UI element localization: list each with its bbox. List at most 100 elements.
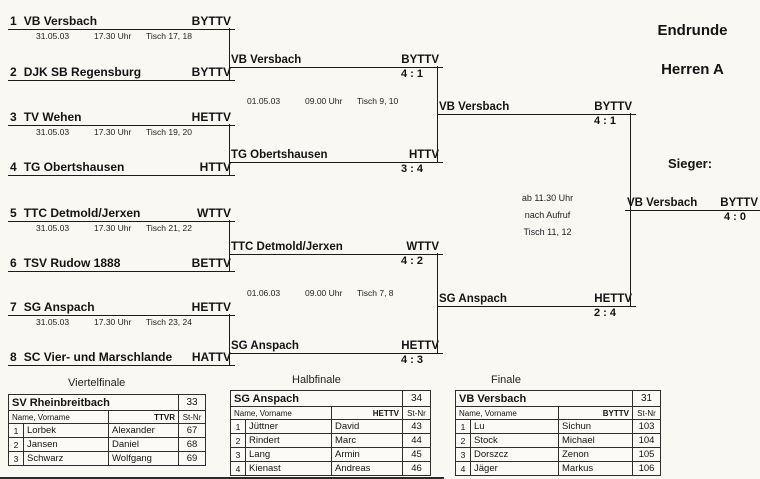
table-row: 1 Jüttner David 43 bbox=[230, 419, 431, 434]
association-code: WTTV bbox=[406, 241, 439, 253]
team-name: TTC Detmold/Jerxen bbox=[231, 241, 343, 253]
seed-number: 8 bbox=[10, 350, 17, 364]
roster-table-viertelfinale: SV Rheinbreitbach 33 Name, Vorname TTVR … bbox=[7, 394, 207, 466]
match-score: 4 : 3 bbox=[400, 354, 423, 366]
player-st-number: 68 bbox=[178, 437, 207, 452]
player-first-name: Markus bbox=[557, 461, 634, 476]
slot-r1-2: 2 DJK SB Regensburg BYTTV bbox=[8, 63, 235, 81]
association-code: HETTV bbox=[401, 340, 439, 352]
association-code: WTTV bbox=[197, 206, 231, 220]
table-row: SV Rheinbreitbach 33 bbox=[7, 394, 207, 411]
player-st-number: 106 bbox=[632, 461, 662, 476]
player-first-name: Armin bbox=[331, 447, 403, 462]
player-st-number: 43 bbox=[402, 419, 431, 434]
player-st-number: 44 bbox=[402, 433, 431, 448]
player-last-name: Rindert bbox=[245, 433, 332, 448]
player-last-name: Lorbek bbox=[23, 423, 109, 438]
seed-number: 4 bbox=[10, 160, 17, 174]
association-code: HTTV bbox=[199, 160, 231, 174]
team-name: TSV Rudow 1888 bbox=[23, 256, 121, 270]
column-header-stnr: St-Nr bbox=[178, 410, 207, 424]
association-code: TTVR bbox=[107, 410, 180, 424]
match-score: 4 : 0 bbox=[723, 211, 746, 223]
table-row: 3 Dorszcz Zenon 105 bbox=[455, 447, 662, 462]
player-first-name: Sichun bbox=[557, 419, 634, 434]
column-header-stnr: St-Nr bbox=[632, 406, 662, 420]
scan-edge-artifact bbox=[0, 477, 444, 479]
table-row: 1 Lorbek Alexander 67 bbox=[8, 423, 207, 438]
slot-final-1: VB Versbach BYTTV bbox=[437, 97, 636, 115]
column-header-name: Name, Vorname bbox=[8, 410, 109, 424]
slot-r1-4: 4 TG Obertshausen HTTV bbox=[8, 158, 235, 176]
association-code: BYTTV bbox=[720, 197, 758, 209]
match-score: 2 : 4 bbox=[593, 307, 616, 319]
player-first-name: Alexander bbox=[107, 423, 180, 438]
stage-label-finale: Finale bbox=[491, 374, 521, 386]
team-name: VB Versbach bbox=[231, 54, 302, 66]
association-code: BYTTV bbox=[191, 65, 231, 79]
match-score: 3 : 4 bbox=[400, 163, 423, 175]
roster-sheet-number: 31 bbox=[632, 390, 662, 407]
bracket-connector bbox=[229, 124, 230, 175]
roster-sheet-number: 34 bbox=[402, 390, 431, 407]
column-header-stnr: St-Nr bbox=[402, 406, 431, 420]
player-last-name: Lang bbox=[245, 447, 332, 462]
player-last-name: Jansen bbox=[23, 437, 109, 452]
seed-number: 2 bbox=[10, 65, 17, 79]
team-name: SG Anspach bbox=[23, 300, 95, 314]
player-st-number: 45 bbox=[402, 447, 431, 462]
stage-label-halbfinale: Halbfinale bbox=[292, 374, 341, 386]
table-row: Name, Vorname HETTV St-Nr bbox=[230, 406, 431, 420]
slot-winner: VB Versbach BYTTV bbox=[625, 193, 760, 211]
roster-sheet-number: 33 bbox=[178, 394, 207, 411]
player-last-name: Dorszcz bbox=[470, 447, 559, 462]
association-code: HTTV bbox=[408, 149, 439, 161]
association-code: BYTTV bbox=[557, 406, 634, 420]
team-name: TG Obertshausen bbox=[23, 160, 125, 174]
slot-final-2: SG Anspach HETTV bbox=[437, 289, 636, 307]
player-first-name: Andreas bbox=[331, 461, 403, 476]
roster-team-name: VB Versbach bbox=[454, 390, 634, 407]
association-code: BETTV bbox=[191, 256, 231, 270]
player-last-name: Schwarz bbox=[23, 451, 109, 466]
player-st-number: 46 bbox=[402, 461, 431, 476]
page-title: Endrunde Herren A bbox=[630, 22, 755, 78]
slot-sf-2: TG Obertshausen HTTV bbox=[229, 145, 443, 163]
player-last-name: Kienast bbox=[245, 461, 332, 476]
table-row: VB Versbach 31 bbox=[454, 390, 662, 407]
bracket-connector bbox=[630, 113, 631, 306]
roster-team-name: SV Rheinbreitbach bbox=[7, 394, 180, 411]
roster-table-halbfinale: SG Anspach 34 Name, Vorname HETTV St-Nr … bbox=[230, 390, 431, 476]
title-endrunde: Endrunde bbox=[657, 22, 728, 39]
table-row: 4 Kienast Andreas 46 bbox=[230, 461, 431, 476]
team-name: TV Wehen bbox=[23, 110, 82, 124]
table-row: Name, Vorname TTVR St-Nr bbox=[8, 410, 207, 424]
roster-team-name: SG Anspach bbox=[230, 390, 403, 407]
table-row: SG Anspach 34 bbox=[230, 390, 431, 407]
player-last-name: Jäger bbox=[470, 461, 559, 476]
seed-number: 1 bbox=[10, 14, 17, 28]
player-st-number: 103 bbox=[632, 419, 662, 434]
player-st-number: 67 bbox=[178, 423, 207, 438]
seed-number: 3 bbox=[10, 110, 17, 124]
match-score: 4 : 1 bbox=[400, 68, 423, 80]
slot-sf-3: TTC Detmold/Jerxen WTTV bbox=[229, 237, 443, 255]
column-header-name: Name, Vorname bbox=[455, 406, 559, 420]
final-schedule: ab 11.30 Uhr nach Aufruf Tisch 11, 12 bbox=[521, 193, 574, 237]
team-name: DJK SB Regensburg bbox=[23, 65, 142, 79]
roster-table-finale: VB Versbach 31 Name, Vorname BYTTV St-Nr… bbox=[454, 390, 662, 476]
association-code: HETTV bbox=[191, 300, 231, 314]
table-row: Name, Vorname BYTTV St-Nr bbox=[455, 406, 662, 420]
team-name: VB Versbach bbox=[439, 101, 510, 113]
bracket-connector bbox=[229, 314, 230, 365]
